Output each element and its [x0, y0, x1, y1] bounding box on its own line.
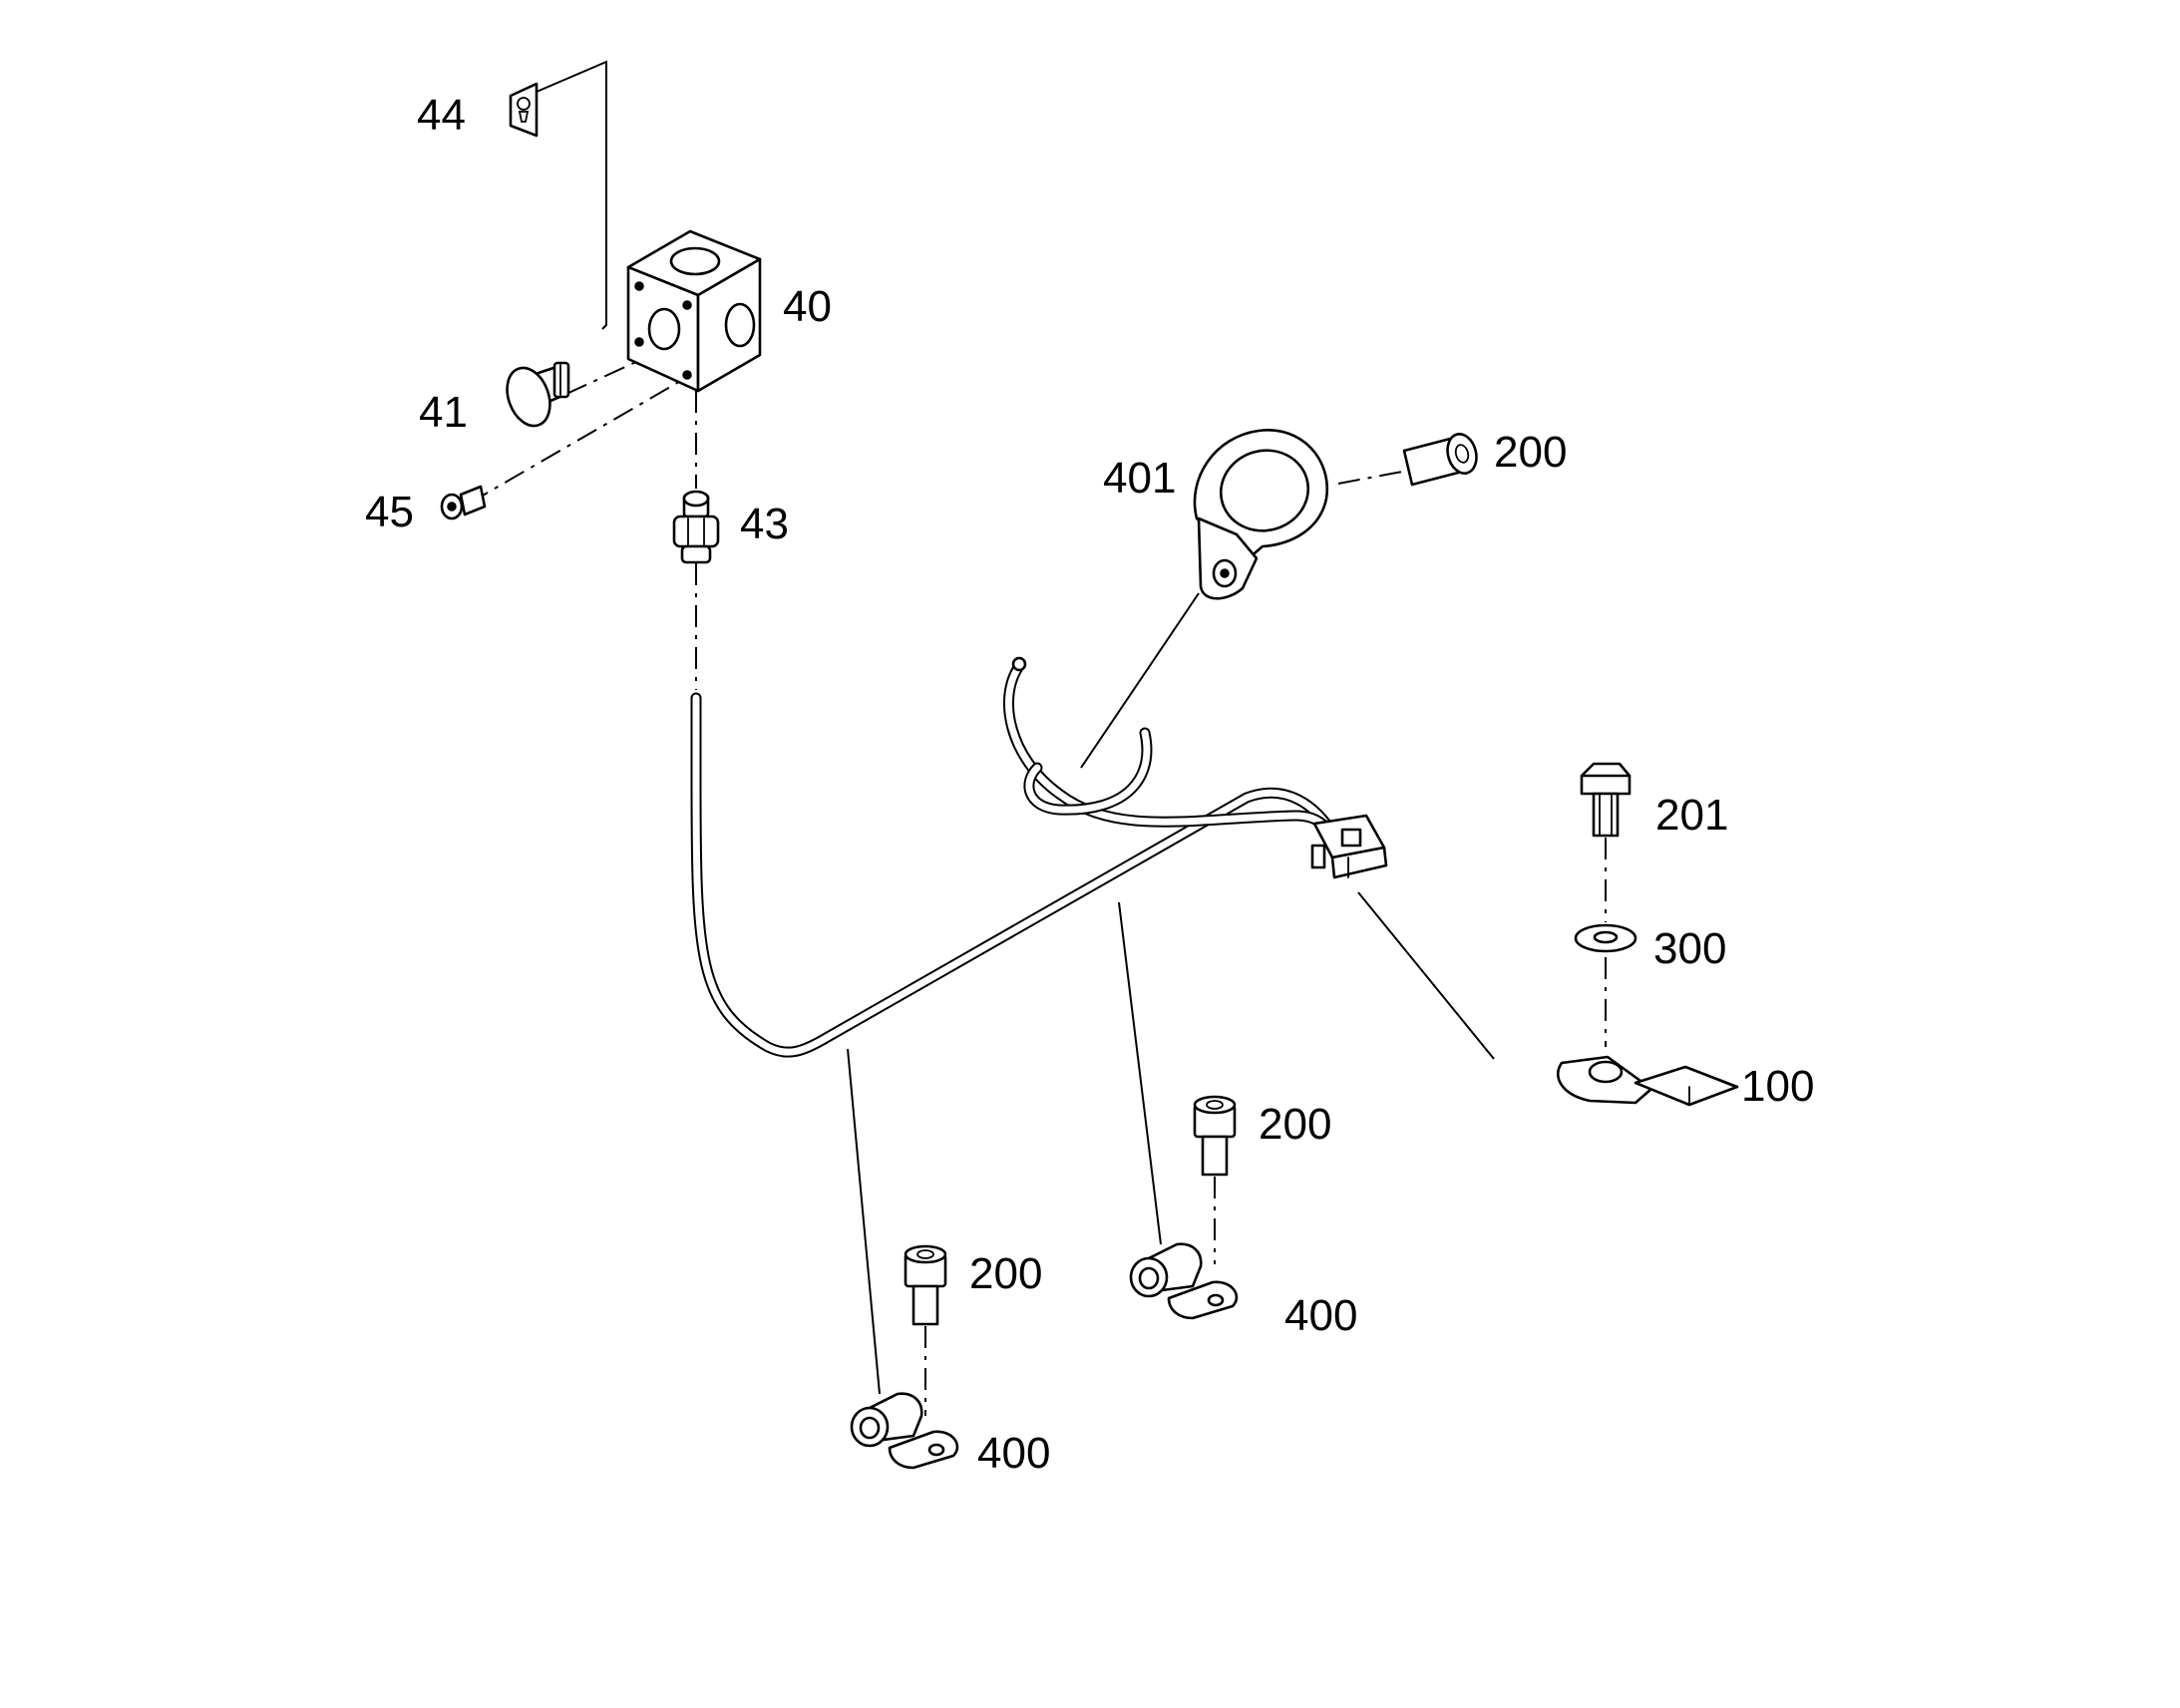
callout-40: 40: [783, 282, 832, 331]
hex-bolt-part: [1580, 762, 1632, 838]
callout-201: 201: [1655, 791, 1728, 840]
callout-43: 43: [740, 500, 789, 548]
small-screw-part: [440, 485, 487, 520]
ground-terminal-part: [1556, 1055, 1739, 1107]
small-p-clamp-mid-part: [1129, 1242, 1239, 1320]
enclosure-box-part: [626, 229, 762, 393]
leader-lines: [536, 60, 1495, 1395]
push-button-part: [506, 361, 570, 428]
small-p-clamp-low-part: [850, 1392, 959, 1470]
callout-200-top: 200: [1494, 428, 1567, 477]
leader-100: [1357, 891, 1495, 1060]
callout-401: 401: [1103, 454, 1176, 503]
large-p-clamp-part: [1193, 429, 1329, 600]
leader-400-mid: [1118, 901, 1162, 1245]
assembly-axes: [468, 360, 1607, 1416]
callout-labels: 44 40 41 45 43 401 200 201 300 100 200 4…: [365, 91, 1814, 1478]
leader-401: [1080, 592, 1200, 769]
axis-45: [468, 378, 685, 505]
callout-200-low: 200: [969, 1249, 1042, 1298]
washer-part: [1574, 923, 1637, 953]
label-plate-part: [509, 82, 539, 138]
axis-200-to-401: [1337, 471, 1403, 485]
axis-41-to-40: [565, 360, 639, 395]
cap-screw-low-part: [904, 1244, 947, 1326]
cap-screw-top-part: [1402, 433, 1478, 487]
leader-44: [536, 60, 607, 330]
callout-300: 300: [1653, 924, 1726, 973]
callout-400-mid: 400: [1284, 1291, 1357, 1340]
callout-41: 41: [419, 388, 468, 437]
cable-harness: [690, 656, 1388, 1058]
callout-45: 45: [365, 488, 414, 536]
cable-gland-part: [672, 490, 720, 564]
leader-400-low: [847, 1048, 881, 1395]
callout-200-mid: 200: [1259, 1100, 1331, 1149]
callout-400-low: 400: [977, 1429, 1050, 1478]
callout-100: 100: [1741, 1062, 1814, 1111]
callout-44: 44: [417, 91, 466, 140]
cap-screw-mid-part: [1193, 1095, 1237, 1177]
